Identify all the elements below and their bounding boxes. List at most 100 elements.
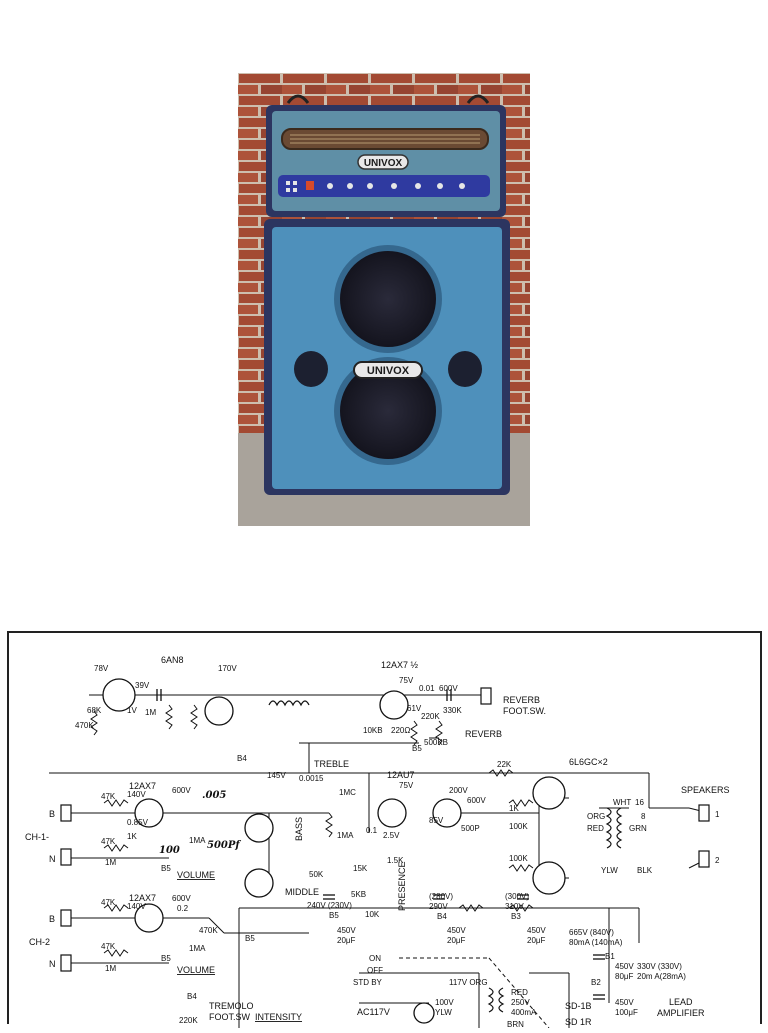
b5-ch2: B5 bbox=[161, 954, 171, 963]
switch-off: OFF bbox=[367, 966, 383, 975]
tube-6an8-label: 6AN8 bbox=[161, 655, 184, 665]
value-470k-ch2: 470K bbox=[199, 926, 218, 935]
value-1m-ch1: 1M bbox=[105, 858, 116, 867]
channel-1-label: CH-1- bbox=[25, 832, 49, 842]
lead-label: LEAD bbox=[669, 997, 693, 1007]
value-1ma-ch2: 1MA bbox=[189, 944, 206, 953]
value-1m-ch2: 1M bbox=[105, 964, 116, 973]
ac-117v-label: AC117V bbox=[357, 1007, 390, 1017]
tube-12ax7-ch2-label: 12AX7 bbox=[129, 893, 156, 903]
wire-red: RED bbox=[587, 824, 604, 833]
wire-blk: BLK bbox=[637, 866, 653, 875]
tap-16: 16 bbox=[635, 798, 644, 807]
tremolo-label: TREMOLO bbox=[209, 1001, 254, 1011]
b4-mid: B4 bbox=[437, 912, 447, 921]
value-78v: 78V bbox=[94, 664, 109, 673]
value-1k: 1K bbox=[509, 804, 519, 813]
value-75v: 75V bbox=[399, 676, 414, 685]
volume-ch1-label: VOLUME bbox=[177, 870, 215, 880]
value-100k-b: 100K bbox=[509, 854, 528, 863]
b4-tremolo: B4 bbox=[187, 992, 197, 1001]
value-1ma: 1MA bbox=[337, 831, 354, 840]
tremolo-footswitch-label: FOOT.SW bbox=[209, 1012, 251, 1022]
treble-label: TREBLE bbox=[314, 759, 349, 769]
speaker-1: 1 bbox=[715, 810, 720, 819]
cap-20uf-b: 20μF bbox=[447, 936, 466, 945]
b4-top: B4 bbox=[237, 754, 247, 763]
input-b-ch2: B bbox=[49, 914, 55, 924]
cap-450v-a: 450V bbox=[337, 926, 356, 935]
b5-top: B5 bbox=[412, 744, 422, 753]
value-10kb: 10KB bbox=[363, 726, 383, 735]
schematic-frame: 6AN8 12AX7 ½ 12AX7 12AU7 6L6GC×2 12AX7 7… bbox=[7, 631, 762, 1029]
transformer-100v: 100V bbox=[435, 998, 454, 1007]
schematic-diagram: 6AN8 12AX7 ½ 12AX7 12AU7 6L6GC×2 12AX7 7… bbox=[25, 655, 730, 1029]
value-140v-ch2: 140V bbox=[127, 902, 146, 911]
tube-6l6gc-label: 6L6GC×2 bbox=[569, 757, 608, 767]
value-470k: 470K bbox=[75, 721, 94, 730]
amp-head: UNIVOX bbox=[266, 105, 506, 217]
handwritten-500pf: 500Pf bbox=[207, 840, 241, 851]
value-280v: (280V) bbox=[429, 892, 453, 901]
transformer-red: RED bbox=[511, 988, 528, 997]
value-600v: 600V bbox=[439, 684, 458, 693]
value-1ma-ch1: 1MA bbox=[189, 836, 206, 845]
value-600v-ch1: 600V bbox=[172, 786, 191, 795]
rectifier-sd1b: SD-1B bbox=[565, 1001, 592, 1011]
value-1mc: 1MC bbox=[339, 788, 356, 797]
value-0-85v: 0.85V bbox=[127, 818, 149, 827]
transformer-brn: BRN bbox=[507, 1020, 524, 1028]
value-75v-12au7: 75V bbox=[399, 781, 414, 790]
cap-20uf-a: 20μF bbox=[337, 936, 356, 945]
value-10k: 10K bbox=[365, 910, 380, 919]
value-0-1: 0.1 bbox=[366, 826, 378, 835]
b3-label: B3 bbox=[511, 912, 521, 921]
value-200v: 200V bbox=[449, 786, 468, 795]
tube-12ax7-half-label: 12AX7 ½ bbox=[381, 660, 419, 670]
handwritten-005: .005 bbox=[202, 790, 226, 801]
b-plus-665v: 665V (840V) bbox=[569, 928, 614, 937]
cabinet-brand-plate: UNIVOX bbox=[367, 365, 410, 377]
value-310v: 310V bbox=[505, 902, 524, 911]
value-22k: 22K bbox=[497, 760, 512, 769]
b5-left: B5 bbox=[245, 934, 255, 943]
b-plus-80ma: 80mA (140mA) bbox=[569, 938, 623, 947]
value-100k-a: 100K bbox=[509, 822, 528, 831]
head-brand-plate: UNIVOX bbox=[364, 158, 403, 169]
speaker-2: 2 bbox=[715, 856, 720, 865]
middle-label: MIDDLE bbox=[285, 887, 319, 897]
value-220k-trem: 220K bbox=[179, 1016, 198, 1025]
value-47k-d: 47K bbox=[101, 942, 116, 951]
value-1k-ch1: 1K bbox=[127, 832, 137, 841]
input-n-ch2: N bbox=[49, 959, 56, 969]
value-5kb: 5KB bbox=[351, 890, 366, 899]
value-220k: 220K bbox=[421, 712, 440, 721]
value-290v: 290V bbox=[429, 902, 448, 911]
value-220-ohm: 220Ω bbox=[391, 726, 410, 735]
value-1m: 1M bbox=[145, 708, 156, 717]
value-2-5v: 2.5V bbox=[383, 831, 400, 840]
value-0-2: 0.2 bbox=[177, 904, 189, 913]
wire-org: ORG bbox=[587, 812, 605, 821]
transformer-117v-org: 117V ORG bbox=[449, 978, 488, 987]
cap-80uf: 80μF bbox=[615, 972, 634, 981]
bass-label: BASS bbox=[294, 817, 304, 841]
value-300v: (300V) bbox=[505, 892, 529, 901]
reverb-control-label: REVERB bbox=[465, 729, 502, 739]
transformer-400ma: 400mA bbox=[511, 1008, 537, 1017]
b5-mid: B5 bbox=[329, 911, 339, 920]
value-1v: 1V bbox=[127, 706, 137, 715]
value-330k: 330K bbox=[443, 706, 462, 715]
switch-stby: STD BY bbox=[353, 978, 383, 987]
speakers-label: SPEAKERS bbox=[681, 785, 730, 795]
transformer-ylw: YLW bbox=[435, 1008, 452, 1017]
reverb-footswitch-label-2: FOOT.SW. bbox=[503, 706, 546, 716]
b-plus-20ma: 20m A(28mA) bbox=[637, 972, 686, 981]
rectifier-sd1r: SD 1R bbox=[565, 1017, 592, 1027]
cap-20uf-c: 20μF bbox=[527, 936, 546, 945]
tube-12ax7-ch1-label: 12AX7 bbox=[129, 781, 156, 791]
amp-cabinet: UNIVOX bbox=[264, 219, 510, 495]
b-plus-330v: 330V (330V) bbox=[637, 962, 682, 971]
b1-label: B1 bbox=[605, 952, 615, 961]
value-50k: 50K bbox=[309, 870, 324, 879]
